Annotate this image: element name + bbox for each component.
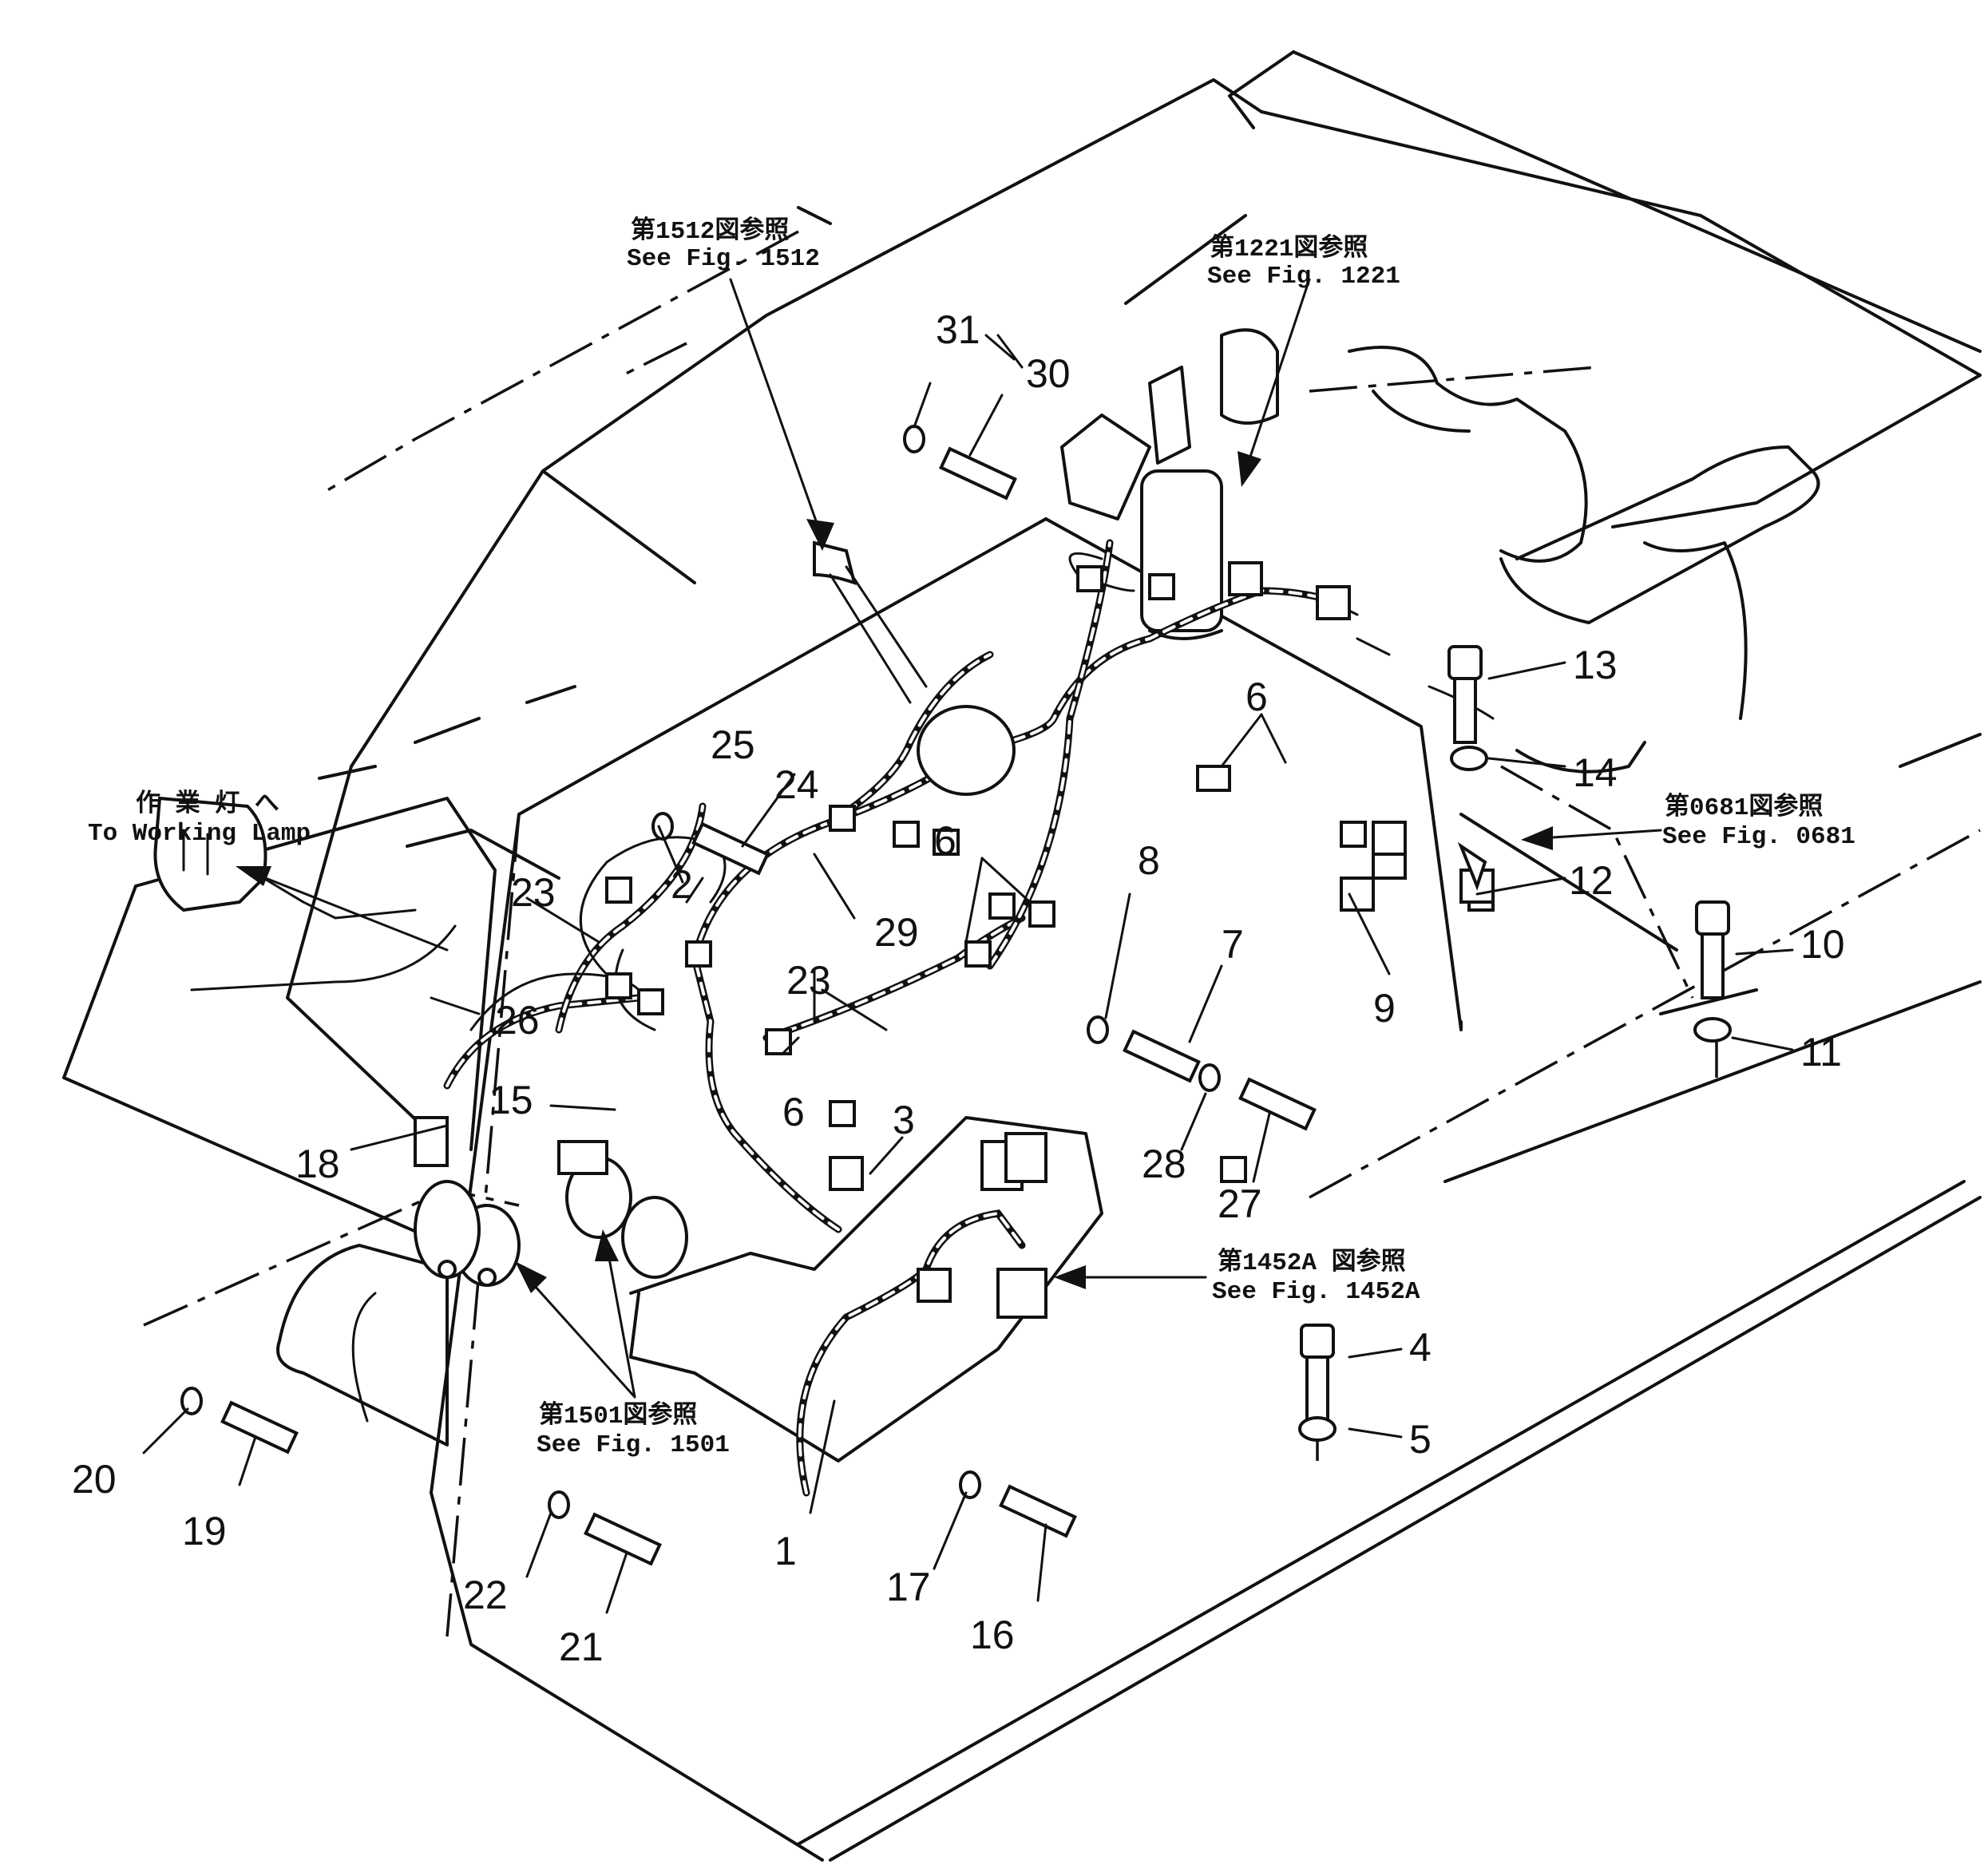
callout-7: 7 (1222, 922, 1244, 967)
ref-working-lamp-en: To Working Lamp (88, 820, 311, 848)
callout-20: 20 (72, 1457, 117, 1502)
callout-2: 2 (671, 862, 693, 907)
callout-15: 15 (489, 1078, 533, 1122)
wiring-harness (190, 539, 1495, 1497)
work-lamp (153, 796, 417, 920)
callout-6-top: 6 (1245, 675, 1268, 719)
callout-26: 26 (495, 998, 540, 1043)
fasteners (180, 425, 1732, 1566)
callout-4: 4 (1409, 1325, 1432, 1370)
callout-9: 9 (1373, 986, 1396, 1031)
callout-13: 13 (1573, 643, 1618, 687)
ref-1452a-en: See Fig. 1452A (1212, 1278, 1420, 1306)
callout-10: 10 (1800, 922, 1845, 967)
callout-21: 21 (559, 1625, 604, 1669)
callout-27: 27 (1218, 1181, 1262, 1226)
callout-28: 28 (1142, 1142, 1186, 1186)
callout-29: 29 (874, 910, 919, 955)
reference-notes: 第1512図参照 See Fig. 1512 第1221図参照 See Fig.… (88, 216, 1855, 1459)
ref-1512-en: See Fig. 1512 (627, 245, 820, 273)
ref-0681-en: See Fig. 0681 (1662, 823, 1855, 851)
callout-19: 19 (182, 1509, 227, 1553)
callout-16: 16 (970, 1613, 1015, 1657)
ref-0681-ja: 第0681図参照 (1665, 792, 1823, 822)
leader-lines (142, 278, 1794, 1614)
ref-1512-ja: 第1512図参照 (631, 216, 789, 246)
callout-5: 5 (1409, 1417, 1432, 1462)
callout-22: 22 (463, 1573, 508, 1617)
callout-30: 30 (1026, 351, 1071, 396)
ref-working-lamp-ja: 作 業 灯 へ (136, 790, 279, 819)
callout-3: 3 (893, 1098, 915, 1142)
ref-1221-ja: 第1221図参照 (1210, 233, 1368, 263)
callout-11: 11 (1800, 1030, 1842, 1074)
callout-8: 8 (1138, 838, 1160, 883)
callout-18: 18 (295, 1142, 340, 1186)
ref-1452a-ja: 第1452A 図参照 (1218, 1247, 1406, 1277)
callout-25: 25 (711, 722, 755, 767)
ref-1501-ja: 第1501図参照 (539, 1400, 697, 1431)
machine-body-outline (62, 50, 1982, 1862)
ref-1221-en: See Fig. 1221 (1207, 263, 1400, 291)
callout-23-left: 23 (511, 870, 556, 915)
part-callouts: 1 2 3 4 5 6 6 6 7 8 9 10 11 12 13 14 15 … (72, 307, 1845, 1669)
callout-6-bottom: 6 (782, 1090, 805, 1134)
engine-assembly (1060, 328, 1820, 774)
callout-23-right: 23 (786, 958, 831, 1003)
ref-1501-en: See Fig. 1501 (537, 1431, 730, 1459)
callout-1: 1 (774, 1529, 797, 1573)
callout-14: 14 (1573, 750, 1618, 795)
callout-12: 12 (1569, 858, 1614, 903)
callout-6-middle: 6 (934, 818, 956, 863)
callout-24: 24 (774, 762, 819, 807)
callout-31: 31 (936, 307, 980, 352)
callout-17: 17 (886, 1565, 931, 1609)
